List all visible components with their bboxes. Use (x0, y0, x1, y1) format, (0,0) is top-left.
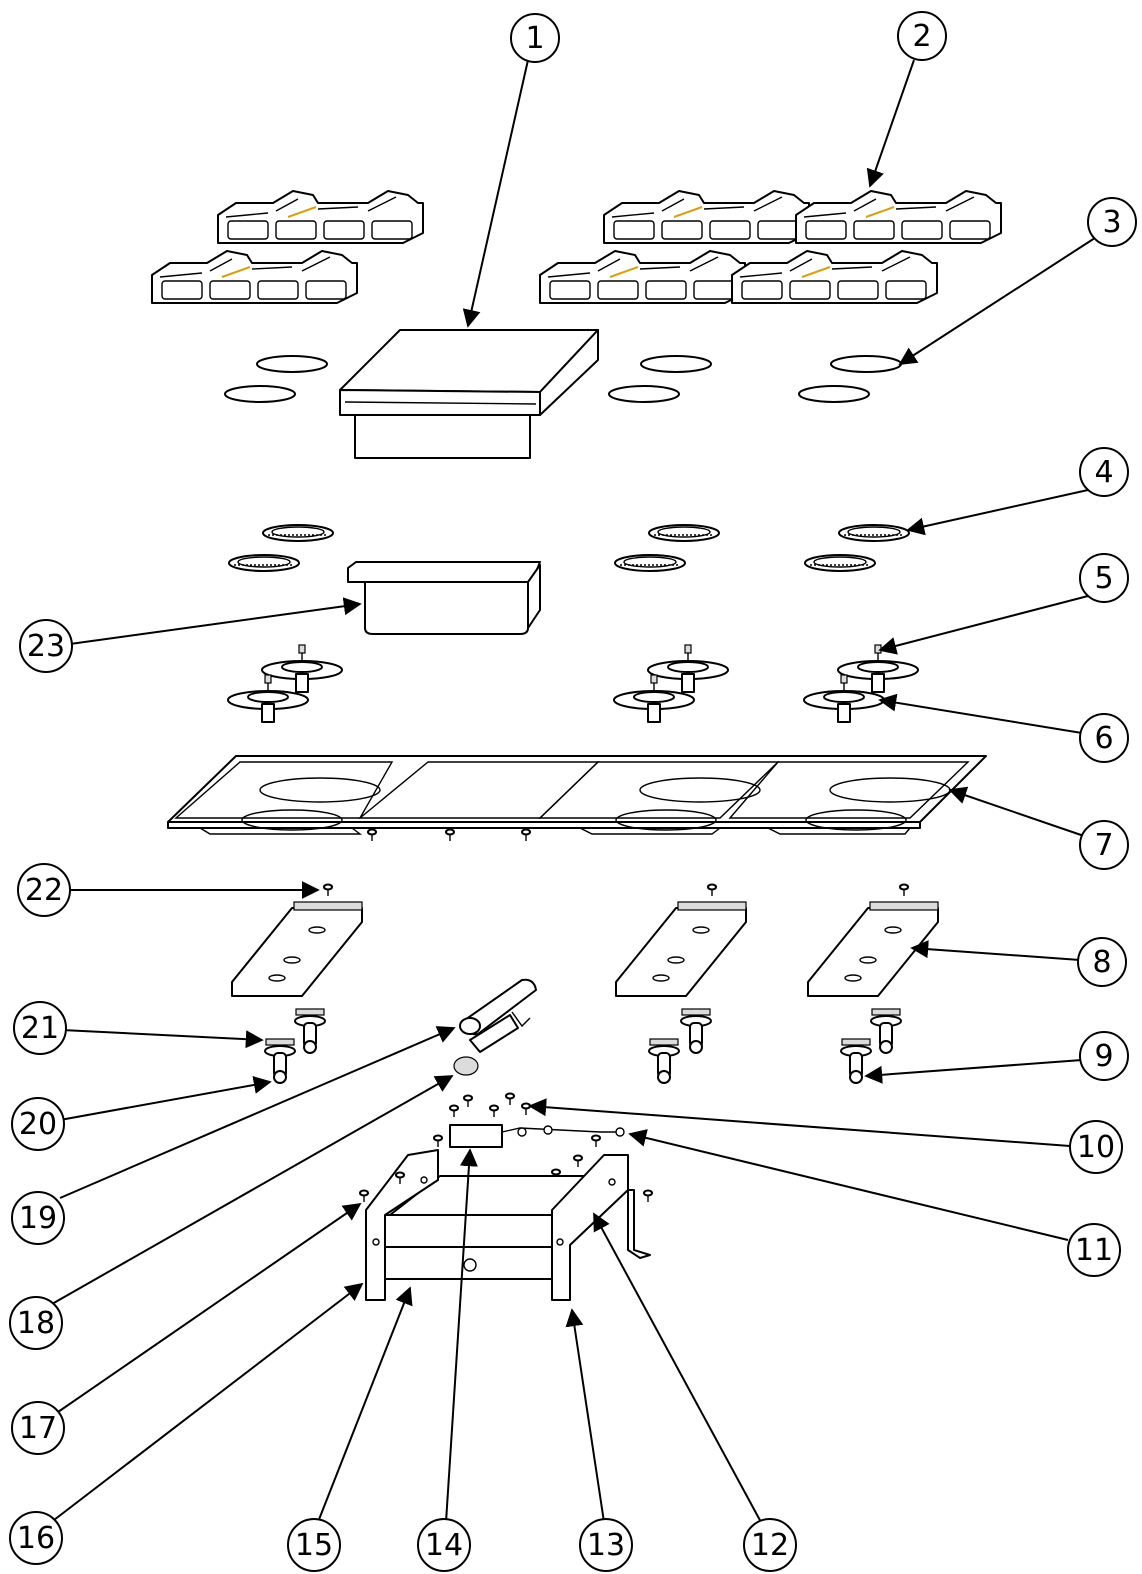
callout-label: 17 (19, 1411, 57, 1446)
leader-16 (53, 1282, 364, 1521)
callouts: 1 2 3 4 5 6 7 8 9 10 11 12 13 14 15 16 1… (9, 11, 1137, 1572)
burner-brackets (231, 901, 939, 997)
callout-5: 5 (1079, 553, 1129, 603)
callout-label: 21 (21, 1011, 59, 1046)
callout-label: 23 (27, 629, 65, 664)
callout-label: 16 (17, 1521, 55, 1556)
cooktop-panel (167, 755, 987, 842)
callout-label: 5 (1094, 561, 1113, 596)
leader-1 (462, 59, 529, 328)
callout-label: 14 (425, 1528, 463, 1563)
leader-20 (59, 1076, 272, 1121)
leader-4 (906, 489, 1089, 536)
leader-6 (878, 693, 1089, 735)
callout-15: 15 (287, 1518, 341, 1572)
callout-1: 1 (510, 13, 560, 63)
leader-8 (910, 940, 1081, 961)
callout-9: 9 (1079, 1031, 1129, 1081)
callout-7: 7 (1079, 820, 1129, 870)
support-frame (359, 1149, 653, 1301)
callout-label: 19 (19, 1201, 57, 1236)
callout-8: 8 (1077, 937, 1127, 987)
leader-9 (864, 1059, 1083, 1084)
grates (151, 190, 1002, 304)
callout-label: 20 (19, 1107, 57, 1142)
leader-5 (878, 595, 1089, 655)
callout-20: 20 (11, 1097, 65, 1151)
leader-19 (59, 1026, 456, 1199)
leader-3 (898, 235, 1099, 365)
callout-label: 7 (1094, 828, 1113, 863)
grease-tray (347, 561, 541, 635)
callout-label: 13 (587, 1528, 625, 1563)
griddle-plate (339, 329, 599, 459)
callout-19: 19 (11, 1191, 65, 1245)
callout-label: 3 (1102, 205, 1121, 240)
callout-label: 9 (1094, 1039, 1113, 1074)
leader-12 (593, 1212, 763, 1525)
leader-7 (948, 786, 1085, 837)
callout-2: 2 (897, 11, 947, 61)
callout-22: 22 (17, 863, 71, 917)
burner-caps (228, 524, 910, 572)
leader-14 (445, 1148, 478, 1523)
callout-4: 4 (1079, 447, 1129, 497)
burner-covers (224, 355, 902, 403)
callout-label: 22 (25, 873, 63, 908)
callout-label: 8 (1092, 945, 1111, 980)
callout-label: 2 (912, 19, 931, 54)
gas-valves (264, 1008, 902, 1084)
callout-18: 18 (9, 1296, 63, 1350)
griddle-burner-tube (453, 978, 537, 1076)
callout-17: 17 (11, 1401, 65, 1455)
burner-bases (227, 644, 919, 723)
callout-23: 23 (19, 619, 73, 673)
callout-label: 11 (1075, 1233, 1113, 1268)
callout-21: 21 (13, 1001, 67, 1055)
leader-13 (565, 1308, 605, 1523)
leader-2 (866, 59, 915, 188)
callout-14: 14 (417, 1518, 471, 1572)
callout-12: 12 (743, 1518, 797, 1572)
callout-11: 11 (1067, 1223, 1121, 1277)
leader-lines (51, 59, 1099, 1525)
callout-10: 10 (1069, 1120, 1123, 1174)
callout-16: 16 (9, 1511, 63, 1565)
callout-13: 13 (579, 1518, 633, 1572)
leader-11 (628, 1129, 1069, 1241)
callout-label: 15 (295, 1528, 333, 1563)
callout-label: 4 (1094, 455, 1113, 490)
leader-18 (51, 1075, 454, 1305)
callout-label: 10 (1077, 1130, 1115, 1165)
callout-6: 6 (1079, 713, 1129, 763)
leader-17 (57, 1202, 362, 1413)
callout-label: 1 (525, 21, 544, 56)
bracket-screws (323, 883, 909, 897)
valve-assembly (433, 1092, 625, 1182)
callout-3: 3 (1087, 197, 1137, 247)
callout-label: 6 (1094, 721, 1113, 756)
leader-21 (61, 1029, 264, 1049)
leader-10 (528, 1098, 1071, 1147)
callout-label: 18 (17, 1306, 55, 1341)
leader-15 (317, 1286, 413, 1523)
leader-23 (69, 597, 362, 645)
callout-label: 12 (751, 1528, 789, 1563)
